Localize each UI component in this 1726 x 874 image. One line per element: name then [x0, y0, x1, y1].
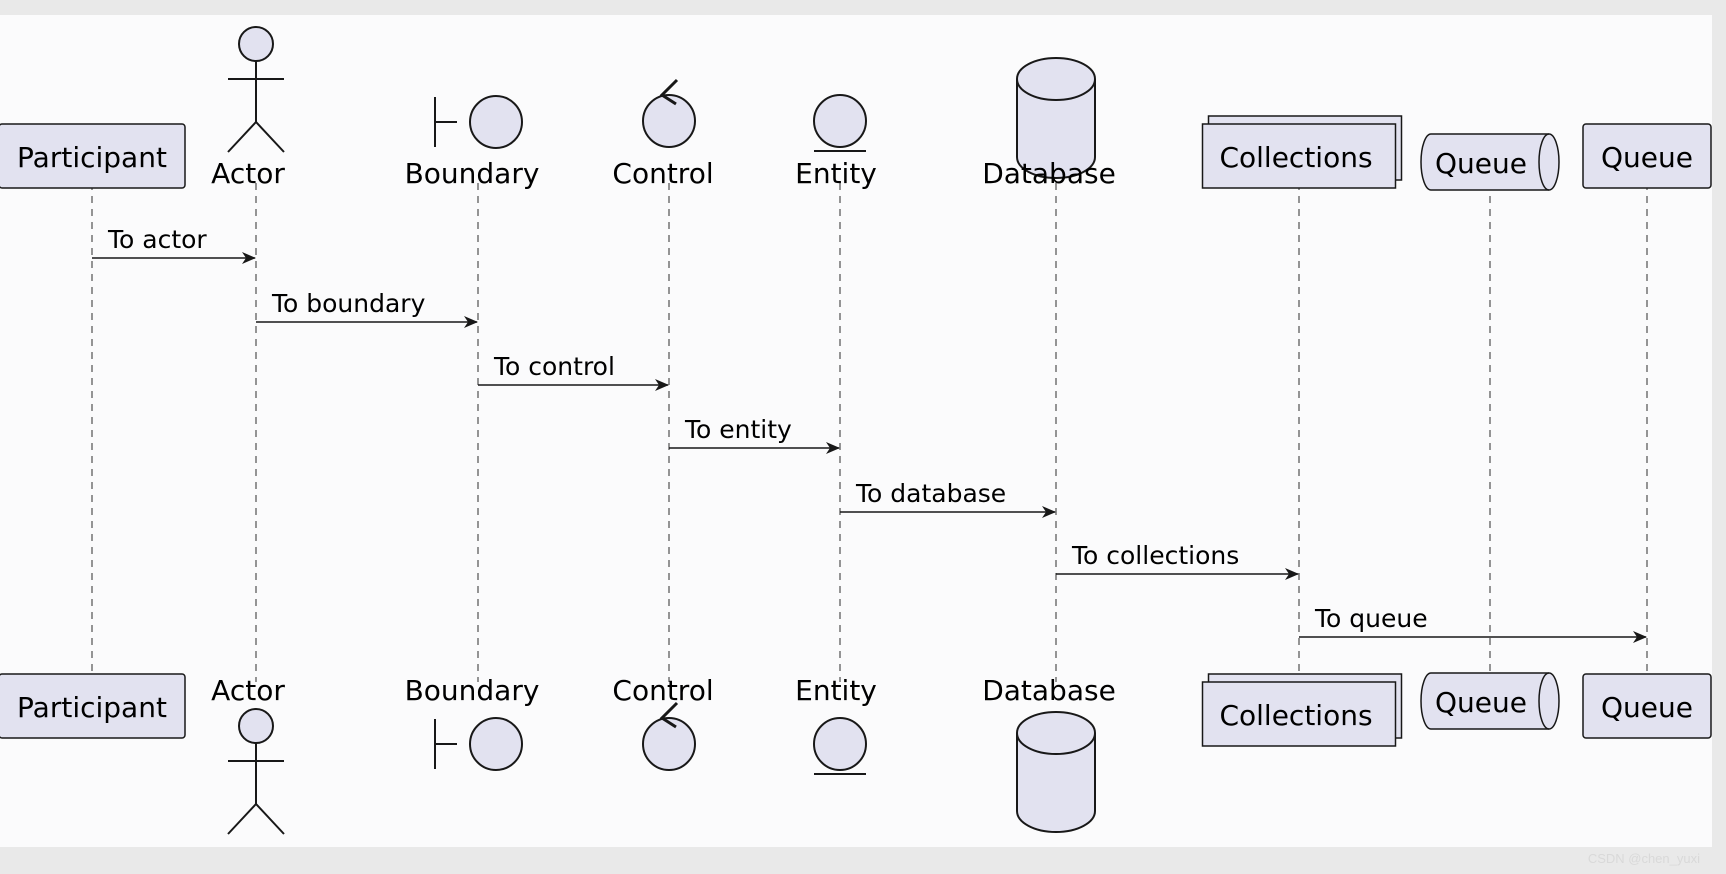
- entity-label: Entity: [795, 157, 877, 190]
- entity-icon: [813, 94, 867, 148]
- queue-label: Queue: [1435, 686, 1527, 719]
- participant-box: [0, 123, 186, 189]
- participant-label: Queue: [1601, 691, 1693, 724]
- watermark-text: CSDN @chen_yuxi: [1587, 851, 1700, 866]
- head-top-queue1: Queue: [1420, 133, 1560, 191]
- collections-label: Collections: [1219, 141, 1372, 174]
- head-top-actor: Actor: [211, 26, 285, 190]
- collections-label: Collections: [1219, 699, 1372, 732]
- actor-figure: [227, 743, 285, 835]
- control-label: Control: [612, 157, 713, 190]
- actor-label: Actor: [211, 157, 285, 190]
- head-bottom-actor: Actor: [211, 674, 285, 835]
- collections-box: [1201, 123, 1397, 189]
- head-top-queue2: Queue: [1582, 123, 1712, 189]
- head-bottom-collections: Collections: [1201, 673, 1403, 747]
- control-arrow-icon: [659, 701, 679, 729]
- actor-icon: [238, 708, 274, 744]
- message-label: To collections: [1071, 541, 1239, 570]
- boundary-bar: [434, 719, 457, 769]
- control-icon: [642, 94, 696, 148]
- database-label: Database: [982, 674, 1116, 707]
- participant-label: Participant: [17, 691, 167, 724]
- head-top-participant: Participant: [0, 123, 186, 189]
- control-arrow-icon: [659, 78, 679, 106]
- message-label: To entity: [684, 415, 792, 444]
- message-collections: To collections: [1056, 541, 1299, 580]
- message-boundary: To boundary: [256, 289, 478, 328]
- message-database: To database: [840, 479, 1056, 518]
- head-top-entity: Entity: [795, 94, 877, 190]
- message-label: To boundary: [271, 289, 426, 318]
- entity-label: Entity: [795, 674, 877, 707]
- actor-icon: [238, 26, 274, 62]
- actor-label: Actor: [211, 674, 285, 707]
- control-icon: [642, 717, 696, 771]
- database-icon: [1016, 711, 1096, 833]
- queue-label: Queue: [1435, 147, 1527, 180]
- head-bottom-queue2: Queue: [1582, 673, 1712, 739]
- boundary-icon: [469, 95, 523, 149]
- message-control: To control: [478, 352, 669, 391]
- head-bottom-control: Control: [612, 674, 714, 771]
- participant-box: [1582, 123, 1712, 189]
- queue-rim: [1538, 133, 1550, 191]
- head-bottom-participant: Participant: [0, 673, 186, 739]
- message-label: To queue: [1314, 604, 1428, 633]
- actor-figure: [227, 61, 285, 153]
- participant-box: [0, 673, 186, 739]
- head-bottom-boundary: Boundary: [405, 674, 540, 771]
- entity-icon: [813, 717, 867, 771]
- boundary-icon: [469, 717, 523, 771]
- queue-rim: [1538, 672, 1550, 730]
- participant-label: Participant: [17, 141, 167, 174]
- boundary-label: Boundary: [405, 157, 540, 190]
- message-queue2: To queue: [1299, 604, 1647, 643]
- head-top-database: Database: [982, 57, 1116, 190]
- head-bottom-queue1: Queue: [1420, 672, 1560, 730]
- database-rim: [1016, 78, 1096, 101]
- participant-label: Queue: [1601, 141, 1693, 174]
- database-rim: [1016, 732, 1096, 755]
- participant-box: [1582, 673, 1712, 739]
- head-top-control: Control: [612, 78, 714, 190]
- database-label: Database: [982, 157, 1116, 190]
- database-icon: [1016, 57, 1096, 179]
- boundary-label: Boundary: [405, 674, 540, 707]
- head-bottom-database: Database: [982, 674, 1116, 833]
- head-top-collections: Collections: [1201, 115, 1403, 189]
- message-label: To database: [855, 479, 1006, 508]
- boundary-bar: [434, 97, 457, 147]
- head-top-boundary: Boundary: [405, 95, 540, 190]
- head-bottom-entity: Entity: [795, 674, 877, 775]
- control-label: Control: [612, 674, 713, 707]
- message-label: To actor: [107, 225, 207, 254]
- collections-box: [1201, 681, 1397, 747]
- message-label: To control: [493, 352, 615, 381]
- message-entity: To entity: [669, 415, 840, 454]
- message-actor: To actor: [92, 225, 256, 264]
